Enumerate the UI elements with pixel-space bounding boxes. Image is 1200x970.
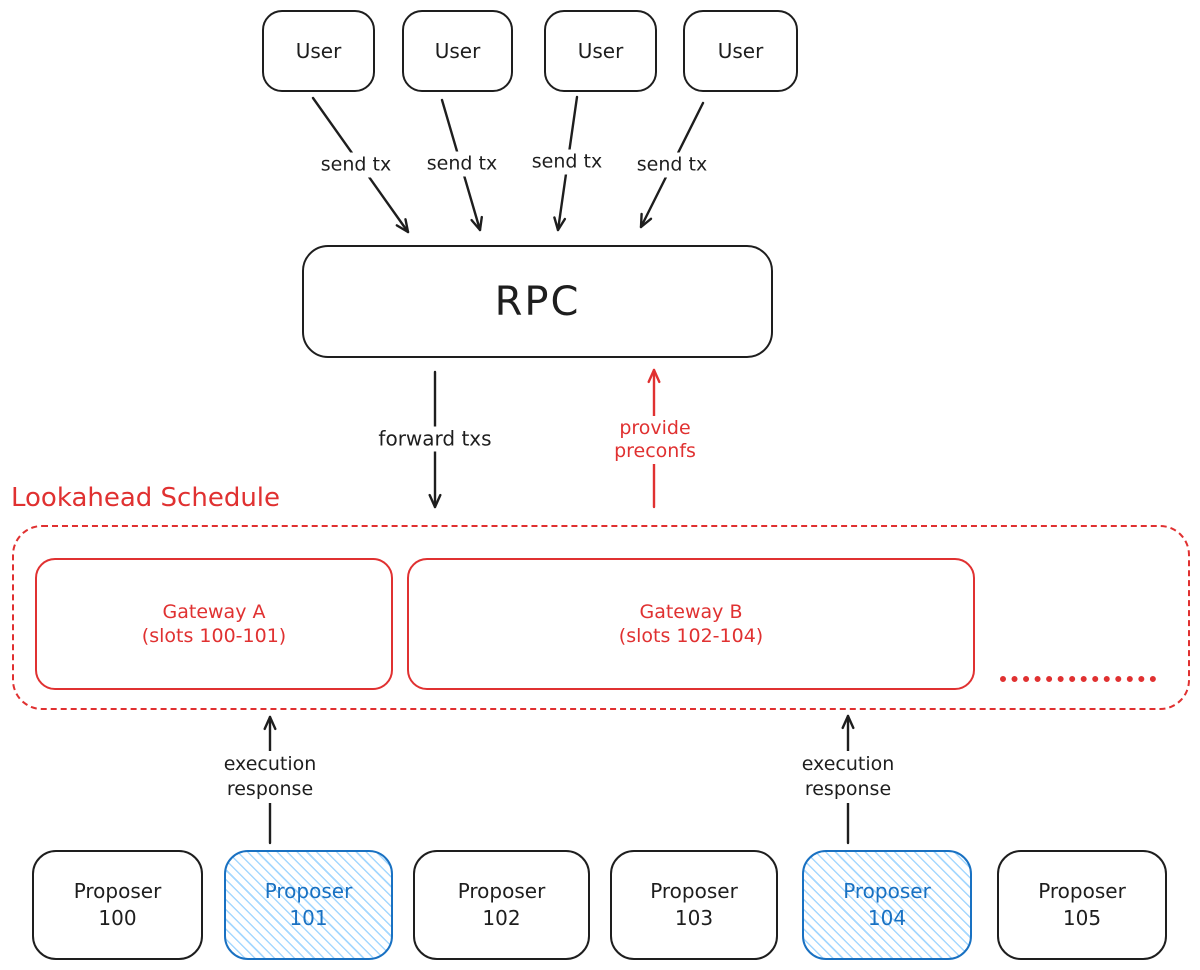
lookahead-schedule-title: Lookahead Schedule bbox=[11, 483, 281, 513]
ellipsis-dots bbox=[1000, 676, 1156, 682]
send-tx-label-4: send tx bbox=[631, 152, 713, 178]
proposer-name: Proposer bbox=[73, 879, 162, 903]
send-tx-label-2: send tx bbox=[421, 151, 503, 177]
proposer-box-104: Proposer 104 bbox=[802, 850, 972, 960]
proposer-slot: 104 bbox=[867, 906, 907, 930]
rpc-box: RPC bbox=[302, 245, 773, 358]
execution-response-right-line2: response bbox=[804, 778, 892, 800]
user-box-3: User bbox=[544, 10, 657, 92]
forward-txs-arrow-head bbox=[428, 493, 442, 509]
execution-response-arrow-left-head bbox=[263, 715, 277, 731]
proposer-name: Proposer bbox=[1038, 879, 1126, 903]
gateway-a-box: Gateway A (slots 100-101) bbox=[35, 558, 393, 690]
provide-preconfs-line1: provide bbox=[619, 417, 691, 439]
user-box-1: User bbox=[262, 10, 375, 92]
gateway-b-slots: (slots 102-104) bbox=[618, 625, 764, 647]
proposer-slot: 100 bbox=[98, 906, 137, 930]
rpc-label: RPC bbox=[494, 278, 581, 325]
user-box-4: User bbox=[683, 10, 798, 92]
send-tx-label-1: send tx bbox=[315, 152, 397, 178]
provide-preconfs-arrow-head bbox=[647, 368, 661, 384]
execution-response-label-right: execution response bbox=[796, 751, 900, 803]
proposer-slot: 105 bbox=[1062, 906, 1102, 930]
execution-response-right-line1: execution bbox=[801, 753, 895, 775]
send-tx-arrow-1-head bbox=[395, 218, 410, 234]
gateway-a-name: Gateway A bbox=[162, 601, 266, 623]
proposer-slot: 102 bbox=[482, 906, 521, 930]
proposer-box-105: Proposer 105 bbox=[997, 850, 1167, 960]
proposer-name: Proposer bbox=[457, 879, 546, 903]
execution-response-label-left: execution response bbox=[218, 751, 322, 803]
send-tx-arrow-2-head bbox=[470, 215, 483, 232]
execution-response-arrow-right-head bbox=[841, 714, 855, 730]
proposer-name: Proposer bbox=[843, 879, 931, 903]
user-label: User bbox=[295, 39, 342, 63]
proposer-box-101: Proposer 101 bbox=[224, 850, 393, 960]
execution-response-left-line1: execution bbox=[223, 753, 317, 775]
provide-preconfs-label: provide preconfs bbox=[609, 416, 701, 464]
gateway-a-slots: (slots 100-101) bbox=[141, 625, 287, 647]
send-tx-arrow-4-head bbox=[639, 212, 653, 229]
send-tx-arrow-3-head bbox=[553, 216, 567, 232]
user-label: User bbox=[717, 39, 764, 63]
proposer-box-103: Proposer 103 bbox=[610, 850, 778, 960]
proposer-slot: 101 bbox=[289, 906, 328, 930]
send-tx-label-3: send tx bbox=[526, 149, 608, 175]
user-box-2: User bbox=[402, 10, 513, 92]
proposer-name: Proposer bbox=[264, 879, 353, 903]
proposer-name: Proposer bbox=[650, 879, 738, 903]
provide-preconfs-line2: preconfs bbox=[614, 440, 696, 462]
user-label: User bbox=[434, 39, 481, 63]
execution-response-left-line2: response bbox=[226, 778, 314, 800]
forward-txs-label: forward txs bbox=[373, 426, 497, 452]
proposer-box-102: Proposer 102 bbox=[413, 850, 590, 960]
gateway-b-box: Gateway B (slots 102-104) bbox=[407, 558, 975, 690]
proposer-slot: 103 bbox=[674, 906, 714, 930]
proposer-box-100: Proposer 100 bbox=[32, 850, 203, 960]
user-label: User bbox=[577, 39, 624, 63]
gateway-b-name: Gateway B bbox=[639, 601, 743, 623]
